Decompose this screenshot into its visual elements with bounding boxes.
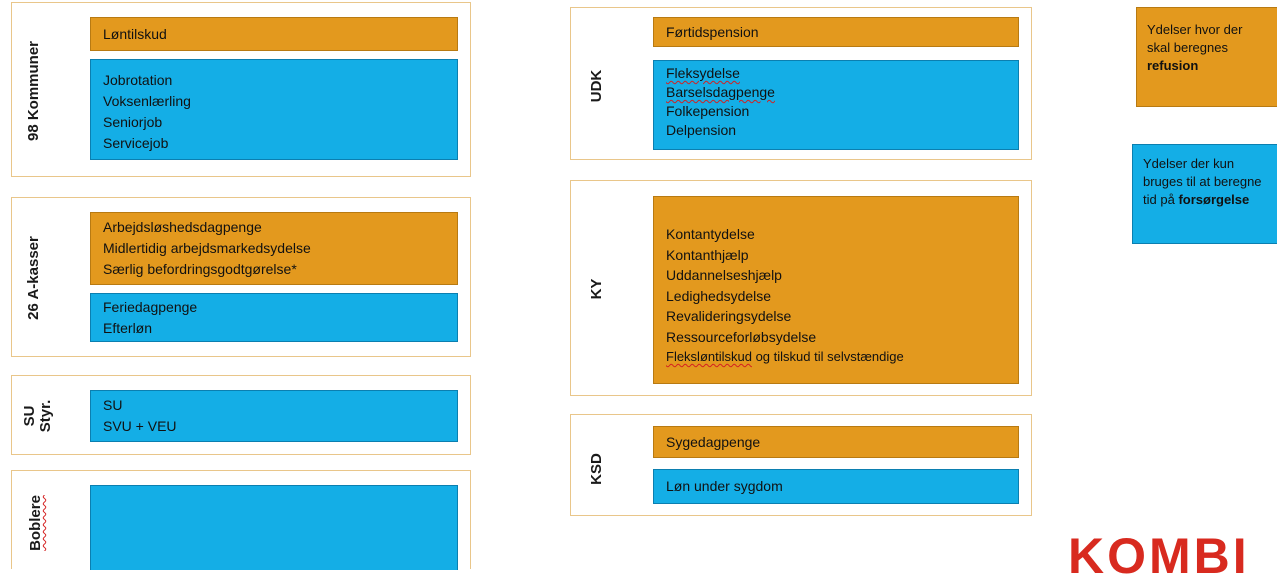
group-label-boblere: Boblere (27, 495, 44, 551)
group-label-ky: KY (588, 278, 605, 300)
benefit-item: Uddannelseshjælp (666, 267, 782, 283)
group-label-udk: UDK (588, 69, 605, 103)
benefit-item: SVU + VEU (103, 418, 177, 434)
benefit-item: Delpension (666, 122, 737, 138)
benefit-item: Førtidspension (666, 24, 759, 40)
box-kommuner-blue: Jobrotation Voksenlærling Seniorjob Serv… (90, 59, 458, 160)
box-boblere-blue (90, 485, 458, 570)
benefit-item: Kontantydelse (666, 226, 755, 242)
benefit-item: Feriedagpenge (103, 299, 198, 315)
box-akasser-blue: Feriedagpenge Efterløn (90, 293, 458, 342)
group-ksd: KSD Sygedagpenge Løn under sygdom (570, 414, 1032, 516)
legend-line: der skal (1147, 22, 1243, 55)
legend-line: at beregne tid (1143, 174, 1262, 207)
benefit-item: Fleksydelse (666, 65, 740, 81)
box-ksd-blue: Løn under sygdom (653, 469, 1019, 504)
legend-line: beregnes (1173, 40, 1228, 55)
legend-forsoergelse: Ydelser der kun bruges til at beregne ti… (1132, 144, 1277, 244)
benefit-item: Voksenlærling (103, 93, 191, 109)
benefit-item: SU (103, 397, 123, 413)
benefit-item: Revalideringsydelse (666, 308, 792, 324)
legend-line: Ydelser der (1143, 156, 1210, 171)
kombit-logo: KOMBI (1068, 528, 1250, 584)
group-label-akasser: 26 A-kasser (25, 236, 42, 320)
group-label-ksd: KSD (588, 453, 605, 485)
benefit-item: Kontanthjælp (666, 246, 749, 263)
group-label-su: SU Styr. (21, 399, 54, 433)
group-udk: UDK Førtidspension Fleksydelse Barselsda… (570, 7, 1032, 160)
box-akasser-orange: Arbejdsløshedsdagpenge Midlertidig arbej… (90, 212, 458, 285)
benefit-item: Seniorjob (103, 114, 163, 130)
group-su-styr: SU Styr. SU SVU + VEU (11, 375, 471, 455)
box-udk-blue: Fleksydelse Barselsdagpenge Folkepension… (653, 60, 1019, 150)
legend-line: Ydelser hvor (1147, 22, 1220, 37)
benefit-item: Særlig befordringsgodtgørelse* (103, 261, 297, 277)
legend-line: på forsørgelse (1160, 192, 1250, 207)
benefit-item: Løntilskud (103, 26, 167, 42)
group-ky: KY Kontantydelse Kontanthjælp Uddannelse… (570, 180, 1032, 396)
benefit-item: Midlertidig arbejdsmarkedsydelse (103, 240, 311, 256)
box-sygedagpenge: Sygedagpenge (653, 426, 1019, 458)
box-su-blue: SU SVU + VEU (90, 390, 458, 442)
box-foertidspension: Førtidspension (653, 17, 1019, 47)
box-loentilskud: Løntilskud (90, 17, 458, 51)
legend-emphasis: refusion (1147, 58, 1199, 73)
group-26-a-kasser: 26 A-kasser Arbejdsløshedsdagpenge Midle… (11, 197, 471, 357)
box-ky-orange: Kontantydelse Kontanthjælp Uddannelseshj… (653, 196, 1019, 384)
benefit-item: Ressourceforløbsydelse (666, 328, 817, 345)
benefit-item: Servicejob (103, 135, 169, 151)
legend-line: kun bruges til (1143, 156, 1235, 189)
benefit-item: Ledighedsydelse (666, 287, 772, 304)
group-boblere: Boblere (11, 470, 471, 570)
benefit-item: Efterløn (103, 320, 153, 336)
legend-refusion: Ydelser hvor der skal beregnes refusion (1136, 7, 1277, 107)
benefit-item: Jobrotation (103, 72, 173, 88)
benefit-item: Arbejdsløshedsdagpenge (103, 219, 262, 235)
benefit-item: Løn under sygdom (666, 478, 783, 494)
group-98-kommuner: 98 Kommuner Løntilskud Jobrotation Vokse… (11, 2, 471, 177)
benefit-item: Folkepension (666, 103, 750, 119)
group-label-kommuner: 98 Kommuner (25, 40, 42, 142)
benefit-item: Fleksløntilskud og tilskud til selvstænd… (666, 349, 904, 364)
benefit-item: Barselsdagpenge (666, 84, 775, 100)
benefit-item: Sygedagpenge (666, 434, 761, 450)
